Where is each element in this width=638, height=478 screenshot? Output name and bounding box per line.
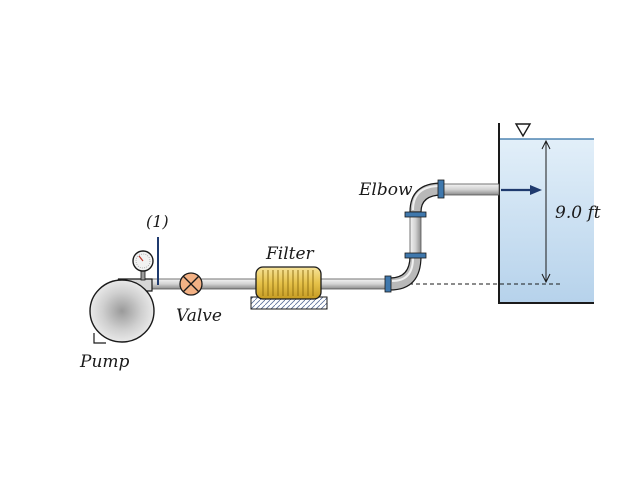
flange <box>404 211 427 218</box>
filter: Filter <box>250 244 328 310</box>
pressure-gauge: (1) <box>132 212 169 285</box>
pipe-horizontal-top <box>439 183 500 196</box>
free-surface-triangle-icon <box>514 123 532 138</box>
pump: Pump <box>79 278 155 372</box>
flange <box>437 179 445 199</box>
flange <box>384 275 392 293</box>
valve-label: Valve <box>176 306 222 326</box>
depth-label: 9.0 ft <box>555 203 601 223</box>
pipe-system <box>149 179 500 293</box>
tank-wall <box>498 123 594 304</box>
filter-label: Filter <box>265 244 315 264</box>
valve: Valve <box>176 272 222 326</box>
flow-arrow <box>501 185 542 195</box>
depth-dimension: 9.0 ft <box>541 139 601 284</box>
pump-casing <box>89 279 155 343</box>
pipe-elbow-lower <box>389 255 422 291</box>
elbow-label: Elbow <box>358 180 413 200</box>
point1-label: (1) <box>146 212 169 231</box>
pump-label: Pump <box>79 352 130 372</box>
flange <box>404 252 427 259</box>
filter-body <box>255 266 322 300</box>
